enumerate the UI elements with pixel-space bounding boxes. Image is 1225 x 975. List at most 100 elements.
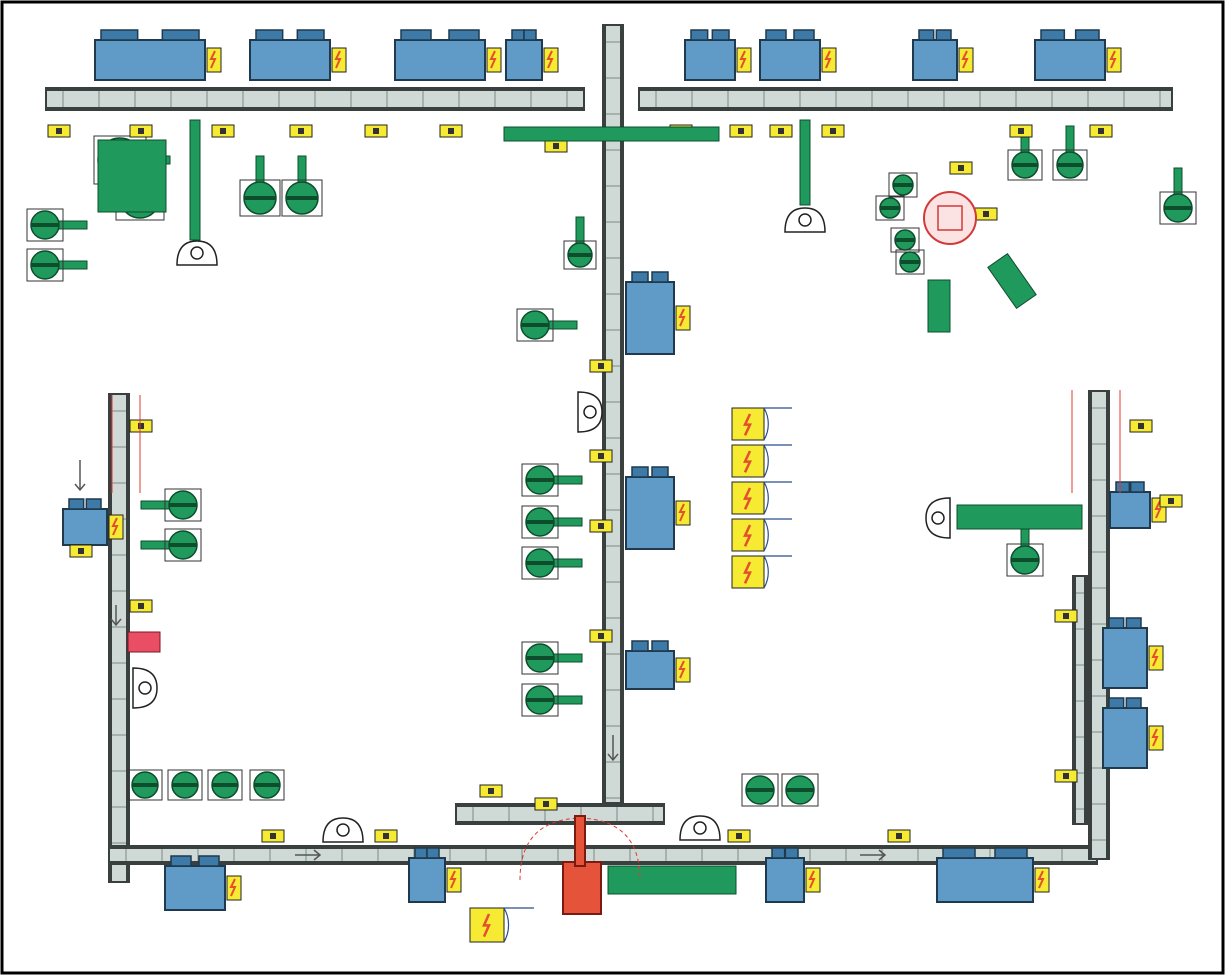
arrow-head (74, 483, 86, 492)
machine-tool-icon (164, 855, 242, 911)
electrical-panel-icon (974, 207, 998, 221)
warning-bolt-icon (1154, 500, 1162, 519)
electrical-panel-icon (69, 544, 93, 558)
machine-body (505, 39, 543, 81)
robot-base-icon (516, 308, 578, 342)
electrical-panel-icon (821, 124, 845, 138)
machine-body (1102, 707, 1148, 769)
electrical-panel-icon (479, 784, 503, 798)
safety-cabinet-icon (469, 907, 534, 943)
electrical-panel-icon (727, 829, 751, 843)
electrical-panel-icon (439, 124, 463, 138)
robot-cage (164, 528, 202, 562)
electrical-panel-icon (129, 599, 153, 613)
safety-cabinet-icon (731, 407, 792, 441)
panel-indicator (383, 833, 389, 839)
robot-cage (239, 179, 281, 217)
electrical-panel-icon (261, 829, 285, 843)
machine-head (448, 29, 480, 41)
machine-group (62, 29, 1167, 911)
door-panel-icon (331, 47, 347, 73)
robot-rail (568, 253, 592, 257)
robot-arm (255, 155, 265, 183)
door-panel-icon (486, 47, 502, 73)
warning-bolt-icon (743, 487, 752, 510)
loader-arm (927, 279, 951, 333)
machine-tool-icon (765, 847, 821, 903)
machine-head (296, 29, 325, 41)
red-robot-arm (574, 815, 586, 867)
operator-head (798, 213, 812, 227)
robot-cage (164, 488, 202, 522)
robot-base-icon (563, 216, 597, 270)
machine-tool-icon (94, 29, 222, 81)
panel-indicator (598, 633, 604, 639)
electrical-panel-icon (1054, 609, 1078, 623)
conveyor-top-left (45, 87, 585, 111)
machine-head (1108, 617, 1125, 629)
warning-bolt-icon (482, 913, 491, 938)
operator-head (693, 821, 707, 835)
machine-body (684, 39, 736, 81)
electrical-panel-icon (534, 797, 558, 811)
robot-base-icon (521, 505, 583, 539)
machine-tool-icon (1102, 617, 1164, 689)
machine-tool-icon (625, 640, 691, 690)
machine-body (625, 476, 675, 550)
warning-bolt-icon (1151, 648, 1159, 667)
rotary-table-fixture (937, 205, 963, 231)
machine-tool-icon (912, 29, 974, 81)
door-swing (503, 907, 510, 943)
warning-bolt-icon (743, 450, 752, 473)
machine-head (1115, 481, 1131, 493)
robot-cage (1006, 543, 1044, 577)
warning-bolt-icon (449, 870, 457, 889)
robot-base-icon (140, 528, 202, 562)
robot-cage (1159, 191, 1197, 225)
robot-cage (516, 308, 554, 342)
warning-bolt-icon (546, 50, 554, 69)
robot-arm (575, 216, 585, 244)
machine-tool-icon (1102, 697, 1164, 769)
electrical-panel-icon (729, 124, 753, 138)
machine-head (1108, 697, 1125, 709)
robot-cage (167, 769, 203, 801)
machine-tool-icon (759, 29, 837, 81)
electrical-panel-icon (364, 124, 388, 138)
door-panel-icon (206, 47, 222, 73)
warning-bolt-icon (229, 878, 237, 897)
operator-head (583, 405, 597, 419)
conveyor-belt (1092, 392, 1106, 858)
panel-indicator (220, 128, 226, 134)
robot-cage (26, 248, 64, 282)
conveyor-bottom (108, 845, 1098, 865)
machine-head (523, 29, 537, 41)
door-panel-icon (446, 867, 462, 893)
door-panel-icon (108, 514, 124, 540)
robot-rail (1012, 163, 1038, 167)
electrical-panel-icon (47, 124, 71, 138)
robot-base-icon (1052, 125, 1088, 181)
door-panel-icon (958, 47, 974, 73)
door-panel-icon (1034, 867, 1050, 893)
robot-cage (890, 227, 920, 253)
electrical-panel-icon (1089, 124, 1113, 138)
machine-body (62, 508, 108, 546)
robot-rail (526, 478, 554, 482)
machine-head (68, 498, 85, 510)
robot-base-icon (875, 195, 905, 221)
electrical-panel-icon (589, 519, 613, 533)
panel-indicator (56, 128, 62, 134)
robot-base-icon (890, 227, 920, 253)
robot-rail (244, 196, 276, 200)
robot-base-icon (127, 769, 163, 801)
loader-arm (987, 252, 1037, 310)
machine-body (408, 857, 446, 903)
machine-head (85, 498, 102, 510)
arrow-head (110, 618, 122, 627)
electrical-panel-icon (1054, 769, 1078, 783)
machine-tool-icon (505, 29, 559, 81)
robot-rail (132, 783, 158, 787)
door-panel-icon (736, 47, 752, 73)
